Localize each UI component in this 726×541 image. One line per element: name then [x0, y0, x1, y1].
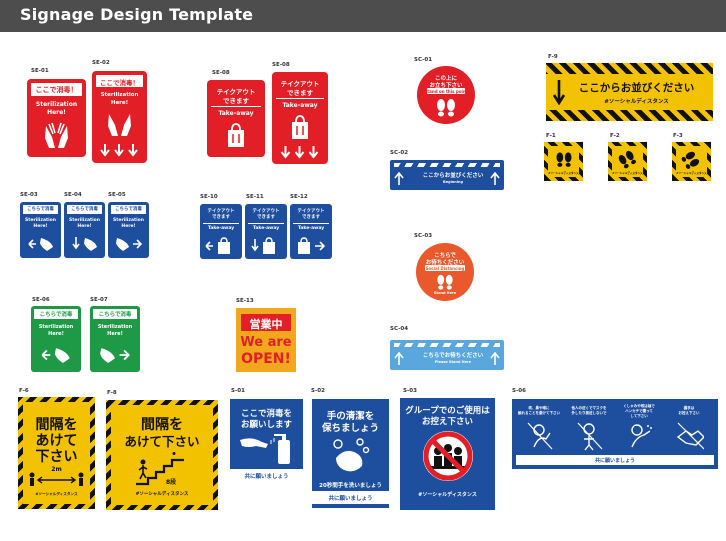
sign-se10: テイクアウト できます Take-away [200, 204, 242, 259]
footprints-icon [437, 274, 453, 290]
sign-se04: こちらで消毒 Sterilization Here! [64, 202, 105, 258]
arrow-icon [100, 144, 138, 157]
code-label: SE-07 [90, 297, 108, 303]
code-label: F-6 [19, 388, 29, 394]
hands-icon [100, 348, 131, 363]
sign-sc02: ここからお並びください Beginning [390, 160, 504, 190]
code-label: SC-02 [390, 150, 409, 156]
arrow-icon [394, 172, 404, 185]
distance-icon [29, 472, 84, 486]
stairs-icon [136, 452, 184, 486]
sign-se02: ここで消毒！ Sterilization Here! [92, 71, 147, 163]
footprints-icon [618, 150, 636, 169]
page-title: Signage Design Template [20, 5, 254, 24]
sign-s03: グループでのご使用は お控え下さい #ソーシャルディスタンス [400, 398, 495, 510]
no-group-icon [423, 431, 473, 481]
sign-se08a: テイクアウト できます Take-away [207, 80, 265, 157]
code-label: SE-12 [290, 194, 308, 200]
bag-icon [228, 123, 244, 147]
hands-icon [41, 348, 70, 363]
sign-se11: テイクアウト できます Take-away [245, 204, 287, 259]
bag-icon [251, 237, 275, 254]
bag-icon [292, 115, 308, 139]
footprints-icon [681, 151, 700, 169]
code-label: F-9 [548, 54, 558, 60]
code-label: SE-03 [20, 192, 38, 198]
hands-wash-icon [333, 438, 370, 472]
code-label: SE-01 [31, 68, 49, 74]
sign-f2: #ソーシャルディスタンス [608, 142, 647, 181]
arrow-icon [552, 80, 566, 105]
sign-se05: こちらで消毒 Sterilization Here! [108, 202, 149, 258]
sign-s02: 手の清潔を 保ちましょう 20秒間手を洗いましょう 共に願いましょう [312, 399, 389, 508]
sign-f3: #ソーシャルディスタンス [672, 142, 711, 181]
code-label: S-06 [512, 388, 526, 394]
sign-f6: 間隔を あけて 下さい 2m #ソーシャルディスタンス [18, 397, 95, 509]
code-label: S-01 [231, 388, 245, 394]
sneeze-icon [631, 424, 652, 448]
sign-f9: ここからお並びください #ソーシャルディスタンス [546, 63, 713, 121]
sign-sc04: こちらでお待ちください Please Stand Here [390, 340, 504, 370]
arrow-icon [490, 352, 500, 365]
bag-icon [205, 237, 230, 254]
code-label: SE-05 [108, 192, 126, 198]
hands-icon [108, 114, 131, 136]
arrow-icon [490, 172, 500, 185]
code-label: SE-02 [92, 60, 110, 66]
sign-se07: こちらで消毒 Sterilization Here! [90, 306, 140, 372]
bag-icon [298, 237, 326, 254]
sign-s01: ここで消毒を お願いします 共に願いましょう [230, 399, 303, 483]
sign-f8: 間隔を あけて下さい 8段 #ソーシャルディスタンス [106, 400, 218, 510]
page-header: Signage Design Template [0, 0, 726, 32]
code-label: SE-04 [64, 192, 82, 198]
sign-se08b: テイクアウト できます Take-away [272, 72, 328, 164]
code-label: SE-11 [246, 194, 264, 200]
sign-se06: こちらで消毒 Sterilization Here! [31, 306, 81, 372]
code-label: S-03 [403, 388, 417, 394]
code-label: S-02 [311, 388, 325, 394]
sign-se13: 営業中 We are OPEN! [236, 308, 296, 372]
footprints-icon [556, 152, 572, 167]
sign-f1: #ソーシャルディスタンス [544, 142, 583, 181]
sign-sc03: こちらで お待ちください Social Distancing Stand Her… [416, 243, 474, 301]
sign-sc01: この上に お立ち下さい Stand on this point [417, 66, 475, 124]
hygiene-icons [527, 422, 704, 451]
sanitizer-icon [240, 434, 290, 464]
sign-se03: こちらで消毒 Sterilization Here! [20, 202, 61, 258]
code-label: SE-08 [272, 62, 290, 68]
code-label: F-8 [107, 390, 117, 396]
footprints-icon [437, 99, 455, 117]
hands-icon [45, 122, 68, 148]
hands-icon [72, 237, 97, 251]
code-label: SC-01 [414, 57, 433, 63]
code-label: F-2 [610, 133, 620, 139]
code-label: SC-04 [390, 326, 409, 332]
handshake-icon [676, 422, 704, 450]
code-label: F-3 [673, 133, 683, 139]
code-label: SE-08 [212, 70, 230, 76]
hands-icon [116, 238, 143, 251]
hands-icon [28, 238, 53, 251]
sign-s06: 咳、鼻や喉に 触れることを避けて下さい 他人の近くでマスクを 外したり接近しない… [512, 399, 718, 469]
code-label: SE-13 [236, 298, 254, 304]
code-label: SC-03 [414, 233, 433, 239]
code-label: SE-06 [32, 297, 50, 303]
arrow-icon [394, 352, 404, 365]
mask-icon [577, 422, 603, 451]
arrow-icon [280, 146, 319, 159]
sign-se12: テイクアウト できます Take-away [290, 204, 332, 259]
code-label: SE-10 [200, 194, 218, 200]
code-label: F-1 [546, 133, 556, 139]
sign-se01: ここで消毒！ Sterilization Here! [27, 79, 86, 157]
no-touch-face-icon [527, 422, 553, 450]
